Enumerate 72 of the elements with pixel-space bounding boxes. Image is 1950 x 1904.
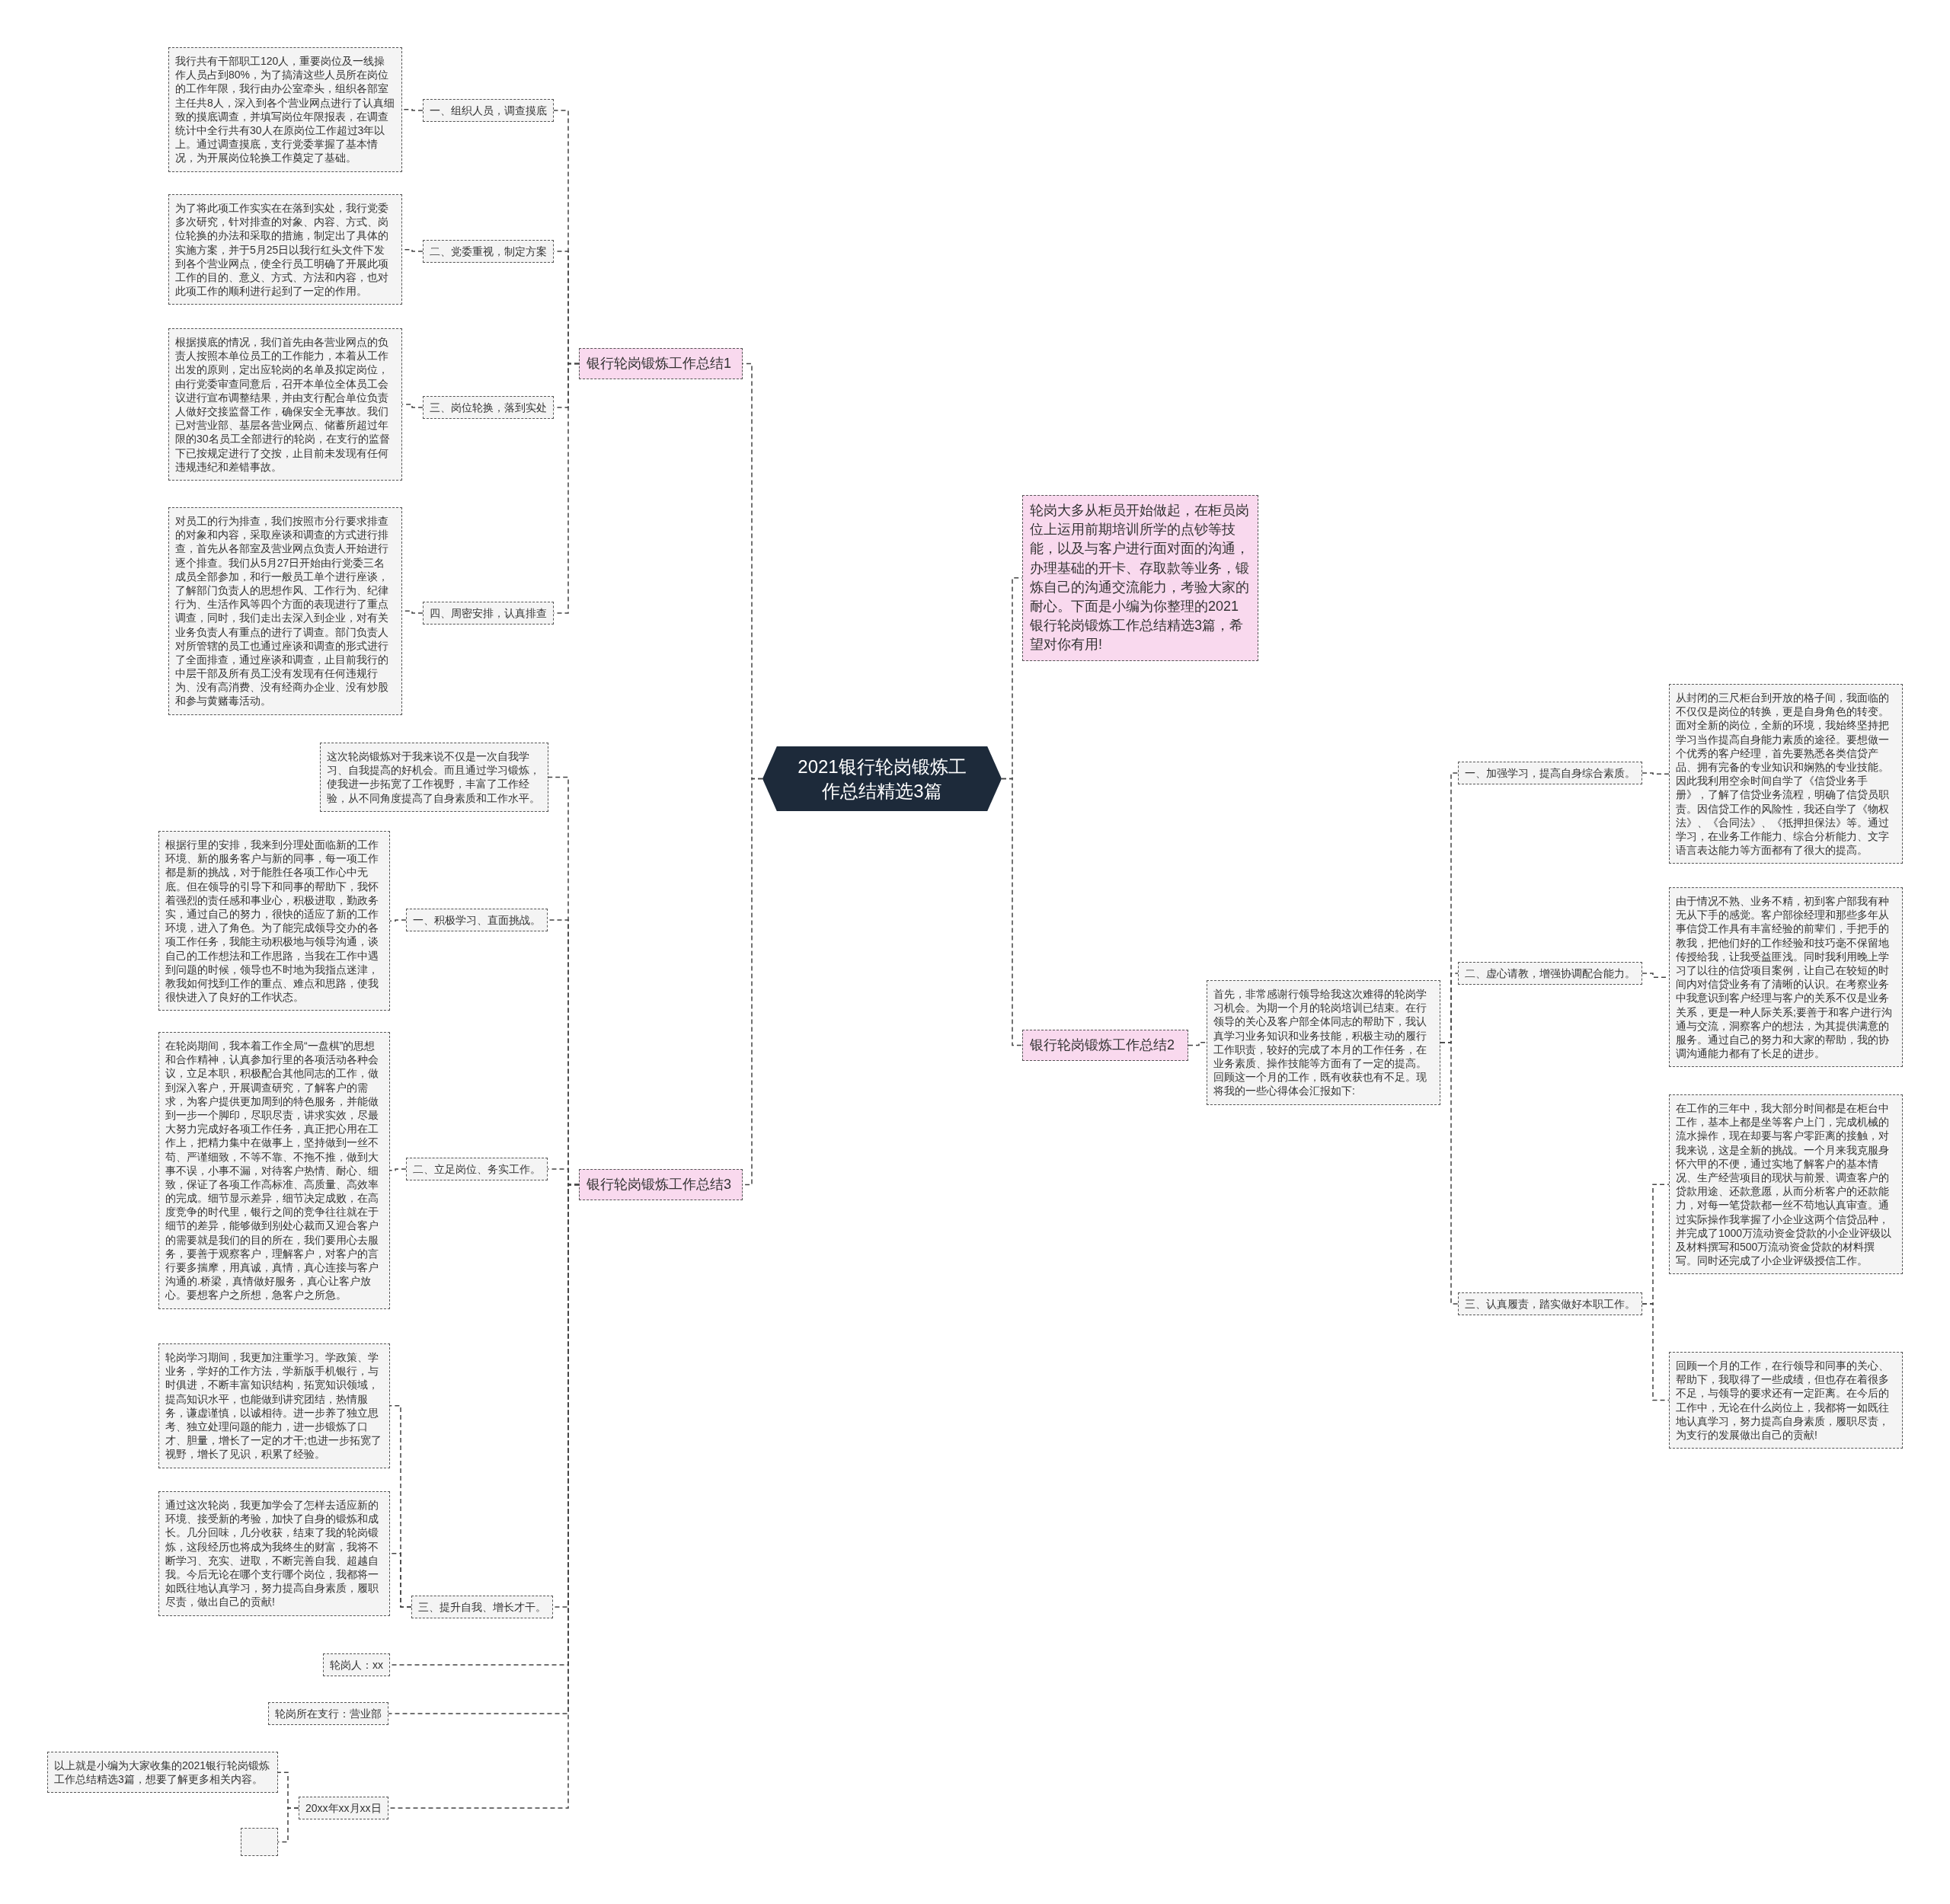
topic-text: 银行轮岗锻炼工作总结3: [587, 1176, 732, 1193]
paragraph: 从封闭的三尺柜台到开放的格子间，我面临的不仅仅是岗位的转换，更是自身角色的转变。面对全新的岗位，全新的环境，我始终坚持把学习当作提高自身能力素质的途径。要想做一个优秀的客户经理，首先要熟悉各类信贷产品、拥有完备的专业知识和娴熟的专业技能。因此我利用空余时间自学了《信贷业务手册》，了解了信贷业务流程，明确了信贷员职责。因信贷工作的风险性，我还自学了《物权法》、《合同法》、《抵押担保法》等。通过学习，在业务工作能力、综合分析能力、文字语言表达能力等方面都有了很大的提高。: [1676, 691, 1890, 858]
paragraph: 根据摸底的情况，我们首先由各营业网点的负责人按照本单位员工的工作能力，本着从工作出发的原则，定出应轮岗的名单及拟定岗位，由行党委审查同意后，召开本单位全体员工会议进行宣布调整结果，并由支行配合单位负责人做好交接监督工作，确保安全无事故。我们已对营业部、基层各营业网点、储蓄所超过年限的30名员工全部进行的轮岗，在支行的监督下已按规定进行了交按，止目前未发现有任何违规违纪和差错事故。: [175, 335, 391, 474]
connector: [389, 1168, 407, 1171]
branch-box: [423, 240, 554, 264]
branch-box: [411, 1596, 553, 1619]
branch-box: [268, 1702, 388, 1726]
connector: [389, 1553, 412, 1608]
topic-box: [1022, 1030, 1188, 1062]
branch-label: 三、岗位轮换，落到实处: [430, 401, 547, 415]
topic-text: 轮岗大多从柜员开始做起，在柜员岗位上运用前期培训所学的点钞等技能，以及与客户进行面对面的沟通，办理基础的开卡、存取款等业务，锻炼自己的沟通交流能力，考验大家的耐心。下面是小编为你整理的2021银行轮岗锻炼工作总结精选3篇，希望对你有用!: [1030, 502, 1250, 654]
text-card: [158, 1491, 390, 1616]
connector: [1642, 1303, 1670, 1401]
text-card: [47, 1752, 278, 1794]
text-card: [168, 328, 402, 481]
paragraph: 轮岗学习期间，我更加注重学习。学政策、学业务，学好的工作方法，学新版手机银行，与时俱进，不断丰富知识结构，拓宽知识领域，提高知识水平，也能做到讲究团结，热情服务，谦虚谨慎，以诚相待。进一步养了独立思考、独立处理问题的能力，进一步锻炼了口才、胆量，增长了一定的才干;也进一步拓宽了视野，增长了见识，积累了经验。: [165, 1350, 382, 1462]
branch-box: [299, 1797, 388, 1820]
connector: [277, 1807, 299, 1843]
connector: [401, 404, 424, 408]
text-card: [320, 743, 548, 812]
paragraph: 首先，非常感谢行领导给我这次难得的轮岗学习机会。为期一个月的轮岗培训已结束。在行领导的关心及客户部全体同志的帮助下，我认真学习业务知识和业务技能，积极主动的履行工作职责，较好的完成了本月的工作任务，在业务素质、操作技能等方面有了一定的提高。回顾这一个月的工作，既有收获也有不足。现将我的一些心得体会汇报如下:: [1213, 987, 1427, 1098]
branch-box: [423, 99, 554, 123]
branch-label: 二、立足岗位、务实工作。: [413, 1162, 541, 1177]
connector: [1188, 1042, 1207, 1046]
paragraph: 我行共有干部职工120人，重要岗位及一线操作人员占到80%，为了搞清这些人员所在岗位的工作年限，我行由办公室牵头，组织各部室主任共8人，深入到各个营业网点进行了认真细致的摸底调查，并填写岗位年限报表，在调查统计中全行共有30人在原岗位工作超过3年以上。通过调查摸底，支行党委掌握了基本情况，为开展岗位轮换工作奠定了基础。: [175, 54, 395, 165]
text-card: [1669, 1352, 1903, 1449]
central-topic: [762, 746, 1002, 811]
branch-label: 四、周密安排，认真排查: [430, 606, 547, 621]
paragraph: 根据行里的安排，我来到分理处面临新的工作环境、新的服务客户与新的同事，每一项工作都是新的挑战，对于能胜任各项工作心中无底。但在领导的引导下和同事的帮助下，我怀着强烈的责任感和事业心，积极进取，勤政务实，通过自己的努力，很快的适应了新的工作环境，进入了角色。为了能完成领导交办的各项工作任务，我能主动积极地与领导沟通，谈自己的工作想法和工作思路，当我在工作中遇到问题的时候，领导也不时地为我指点迷津，教我如何找到工作的重点、难点和思路，使我很快进入了良好的工作状态。: [165, 838, 379, 1005]
branch-label: 一、加强学习，提高自身综合素质。: [1465, 766, 1635, 781]
paragraph: 这次轮岗锻炼对于我来说不仅是一次自我学习、自我提高的好机会。而且通过学习锻炼，使我进一步拓宽了工作视野，丰富了工作经验，从不同角度提高了自身素质和工作水平。: [327, 749, 541, 805]
branch-label: 一、组织人员，调查摸底: [430, 104, 547, 118]
branch-label: 一、积极学习、直面挑战。: [413, 913, 541, 928]
branch-label: 二、虚心请教，增强协调配合能力。: [1465, 966, 1635, 981]
paragraph: 为了将此项工作实实在在落到实处，我行党委多次研究，针对排查的对象、内容、方式、岗位轮换的办法和采取的措施，制定出了具体的实施方案，并于5月25日以我行红头文件下发到各个营业网点，使全行员工明确了开展此项工作的目的、意义、方式、方法和内容，也对此项工作的顺利进行起到了一定的作用。: [175, 201, 389, 299]
branch-label: 二、党委重视，制定方案: [430, 244, 547, 259]
branch-box: [406, 1158, 548, 1181]
connector: [389, 919, 407, 922]
branch-label: 轮岗所在支行：营业部: [275, 1707, 382, 1721]
branch-box: [1458, 762, 1642, 785]
paragraph: 在工作的三年中，我大部分时间都是在柜台中工作，基本上都是坐等客户上门，完成机械的流水操作，现在却要与客户零距离的接触，对我来说，这是全新的挑战。一个月来我克服身怀六甲的不便，通过实地了解客户的基本情况、生产经营项目的现状与前景、调查客户的贷款用途、还款意愿，从而分析客户的还款能力，对每一笔贷款都一丝不苟地认真审查。通过实际操作我掌握了小企业这两个信贷品种，并完成了1000万流动资金贷款的小企业评级以及材料撰写和500万流动资金贷款的材料撰写。同时还完成了小企业评级授信工作。: [1676, 1101, 1893, 1268]
branch-label: 20xx年xx月xx日: [305, 1801, 382, 1816]
connector: [1001, 778, 1023, 1046]
paragraph: 回顾一个月的工作，在行领导和同事的关心、帮助下，我取得了一些成绩，但也存在着很多不足，与领导的要求还有一定距离。在今后的工作中，无论在什么岗位上，我都将一如既往地认真学习，努力提高自身素质，履职尽责，为支行的发展做出自己的贡献!: [1676, 1359, 1890, 1442]
branch-box: [423, 602, 554, 625]
connector: [1642, 772, 1670, 775]
text-card: [1207, 980, 1440, 1105]
text-card: [168, 194, 402, 305]
paragraph: 由于情况不熟、业务不精，初到客户部我有种无从下手的感觉。客户部徐经理和那些多年从事信贷工作具有丰富经验的前辈们，手把手的教我，把他们好的工作经验和技巧毫不保留地传授给我，让我受益匪浅。同时我利用晚上学习了以往的信贷项目案例，让自己在较短的时间内对信贷业务有了清晰的认识。在考察业务中我意识到客户经理与客户的关系不仅是业务关系，更是一种人际关系;要善于和客户进行沟通与交流，洞察客户的想法，为其提供满意的服务。通过自己的努力和大家的帮助，我的协调沟通能力都有了长足的进步。: [1676, 894, 1893, 1061]
topic-text: 银行轮岗锻炼工作总结1: [587, 355, 732, 372]
empty-box: [241, 1828, 278, 1856]
text-card: [158, 1343, 390, 1468]
branch-box: [323, 1653, 390, 1677]
connector: [401, 109, 424, 111]
topic-box: [579, 1169, 743, 1201]
topic-box: [579, 348, 743, 380]
connector: [1440, 1042, 1459, 1305]
branch-box: [406, 909, 548, 932]
branch-label: 轮岗人：xx: [330, 1658, 383, 1672]
branch-box: [1458, 1292, 1642, 1316]
paragraph: 在轮岗期间，我本着工作全局“一盘棋”的思想和合作精神，认真参加行里的各项活动各种会议，立足本职，积极配合其他同志的工作，做到深入客户，开展调查研究，了解客户的需求，为客户提供更加周到的特色服务，并能做到一步一个脚印，尽职尽责，讲求实效，尽最大努力完成好各项工作任务，真正把心用在工作上，把精力集中在做事上，坚持做到一丝不苟、严谨细致，不等不靠、不拖不推，做到大事不误，小事不漏，对待客户热情、耐心、细致，保证了各项工作高标准、高质量、高效率的完成。细节显示差异，细节决定成败，在高度竞争的时代里，银行之间的竞争往往就在于细节的差异，能够做到别处心裁而又迎合客户的需要就是我们的目的所在，我们要用心去服务，要善于观察客户，理解客户，对客户的言行要多揣摩，用真诚，真情，真心连接与客户沟通的.桥梁，真情做好服务，真心让客户放心。要想客户之所想，急客户之所急。: [165, 1039, 379, 1302]
branch-label: 三、认真履责，踏实做好本职工作。: [1465, 1297, 1635, 1311]
paragraph: 对员工的行为排查，我们按照市分行要求排查的对象和内容，采取座谈和调查的方式进行排查，首先从各部室及营业网点负责人开始进行逐个排查。我们从5月27日开始由行党委三名成员全部参加，和行一般员工单个进行座谈，了解部门负责人的思想作风、工作行为、纪律行为、生活作风等四个方面的表现进行了重点调查，同时，我们走出去深入到企业，对有关业务负责人有重点的进行了调查。部门负责人对所管辖的员工也通过座谈和调查的形式进行了全面排查，通过座谈和调查，止目前我行的中层干部及所有员工没有发现有任何违规行为、没有高消费、没有经商办企业、没有炒股和参与黄赌毒活动。: [175, 514, 389, 708]
paragraph: 通过这次轮岗，我更加学会了怎样去适应新的环境、接受新的考验，加快了自身的锻炼和成长。几分回味，几分收获，结束了我的轮岗锻炼，这段经历也将成为我终生的财富，我将不断学习、充实、进取，不断完善自我、超越自我。今后无论在哪个支行哪个岗位，我都将一如既往地认真学习，努力提高自身素质，履职尽责，做出自己的贡献!: [165, 1498, 379, 1609]
branch-box: [1458, 962, 1642, 986]
paragraph: 以上就是小编为大家收集的2021银行轮岗锻炼工作总结精选3篇，想要了解更多相关内容。: [54, 1759, 271, 1787]
topic-text: 银行轮岗锻炼工作总结2: [1030, 1037, 1175, 1054]
branch-label: 三、提升自我、增长才干。: [418, 1600, 546, 1615]
topic-title: 2021银行轮岗锻炼工作总结精选3篇: [797, 756, 967, 803]
text-card: [168, 47, 402, 172]
branch-box: [423, 396, 554, 420]
text-card: [1669, 684, 1903, 864]
